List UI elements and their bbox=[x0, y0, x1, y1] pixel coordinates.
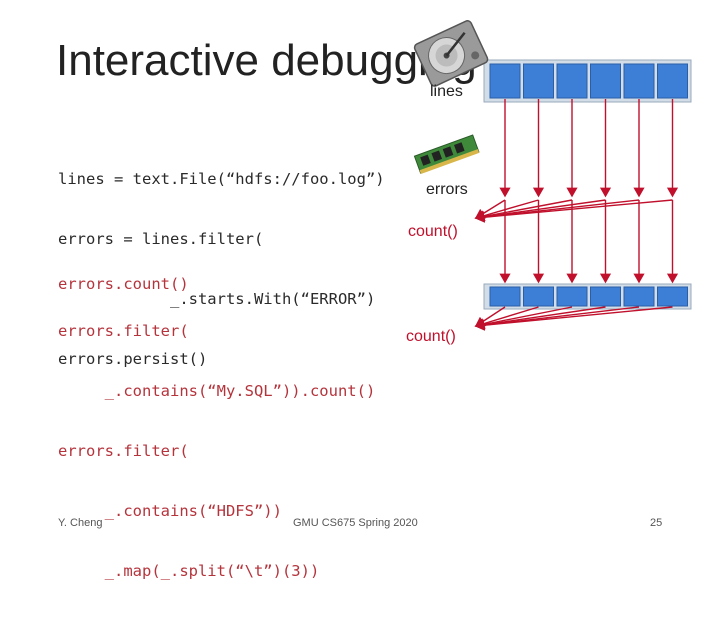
count-arrow bbox=[474, 306, 573, 330]
errors-partition bbox=[523, 286, 554, 307]
code-line: _.contains(“My.SQL”)).count() bbox=[58, 382, 376, 400]
count-arrow bbox=[474, 199, 573, 222]
code-line: lines = text.File(“hdfs://foo.log”) bbox=[58, 170, 385, 188]
hard-disk-icon bbox=[413, 20, 489, 87]
code-line: errors.filter( bbox=[58, 322, 189, 340]
footer-author: Y. Cheng bbox=[58, 517, 103, 529]
slide-title: Interactive debugging bbox=[56, 36, 477, 85]
errors-partition bbox=[556, 286, 588, 307]
label-errors: errors bbox=[426, 181, 468, 198]
errors-partition bbox=[657, 286, 688, 307]
lines-partition bbox=[489, 63, 521, 99]
code-line: _.starts.With(“ERROR”) bbox=[58, 290, 376, 308]
count-arrow bbox=[474, 306, 539, 329]
label-count-1: count() bbox=[408, 223, 458, 240]
errors-partition bbox=[489, 286, 521, 307]
code-line: errors = lines.filter( bbox=[58, 230, 264, 248]
rdd-diagram bbox=[474, 59, 692, 331]
code-line: errors.filter( bbox=[58, 442, 189, 460]
code-block-load-filter: lines = text.File(“hdfs://foo.log”) erro… bbox=[58, 129, 385, 409]
footer-page-number: 25 bbox=[650, 517, 663, 529]
lines-partition bbox=[657, 63, 688, 99]
errors-partition bbox=[590, 286, 621, 307]
code-line: _.map(_.split(“\t”)(3)) bbox=[58, 562, 320, 580]
errors-partition bbox=[623, 286, 655, 307]
lines-partition bbox=[556, 63, 588, 99]
code-line: errors.persist() bbox=[58, 350, 208, 368]
lines-partition bbox=[590, 63, 621, 99]
code-line: errors.count() bbox=[58, 275, 189, 293]
lines-partition bbox=[523, 63, 554, 99]
label-lines: lines bbox=[430, 83, 463, 100]
count-arrow bbox=[474, 199, 539, 222]
count-arrow bbox=[474, 199, 673, 223]
lines-partition bbox=[623, 63, 655, 99]
count-arrow bbox=[474, 306, 673, 331]
code-line: _.contains(“HDFS”)) bbox=[58, 502, 282, 520]
footer-course: GMU CS675 Spring 2020 bbox=[293, 517, 418, 529]
code-block-count: errors.count() bbox=[58, 234, 189, 334]
label-count-2: count() bbox=[406, 328, 456, 345]
ram-module-icon bbox=[413, 134, 480, 175]
